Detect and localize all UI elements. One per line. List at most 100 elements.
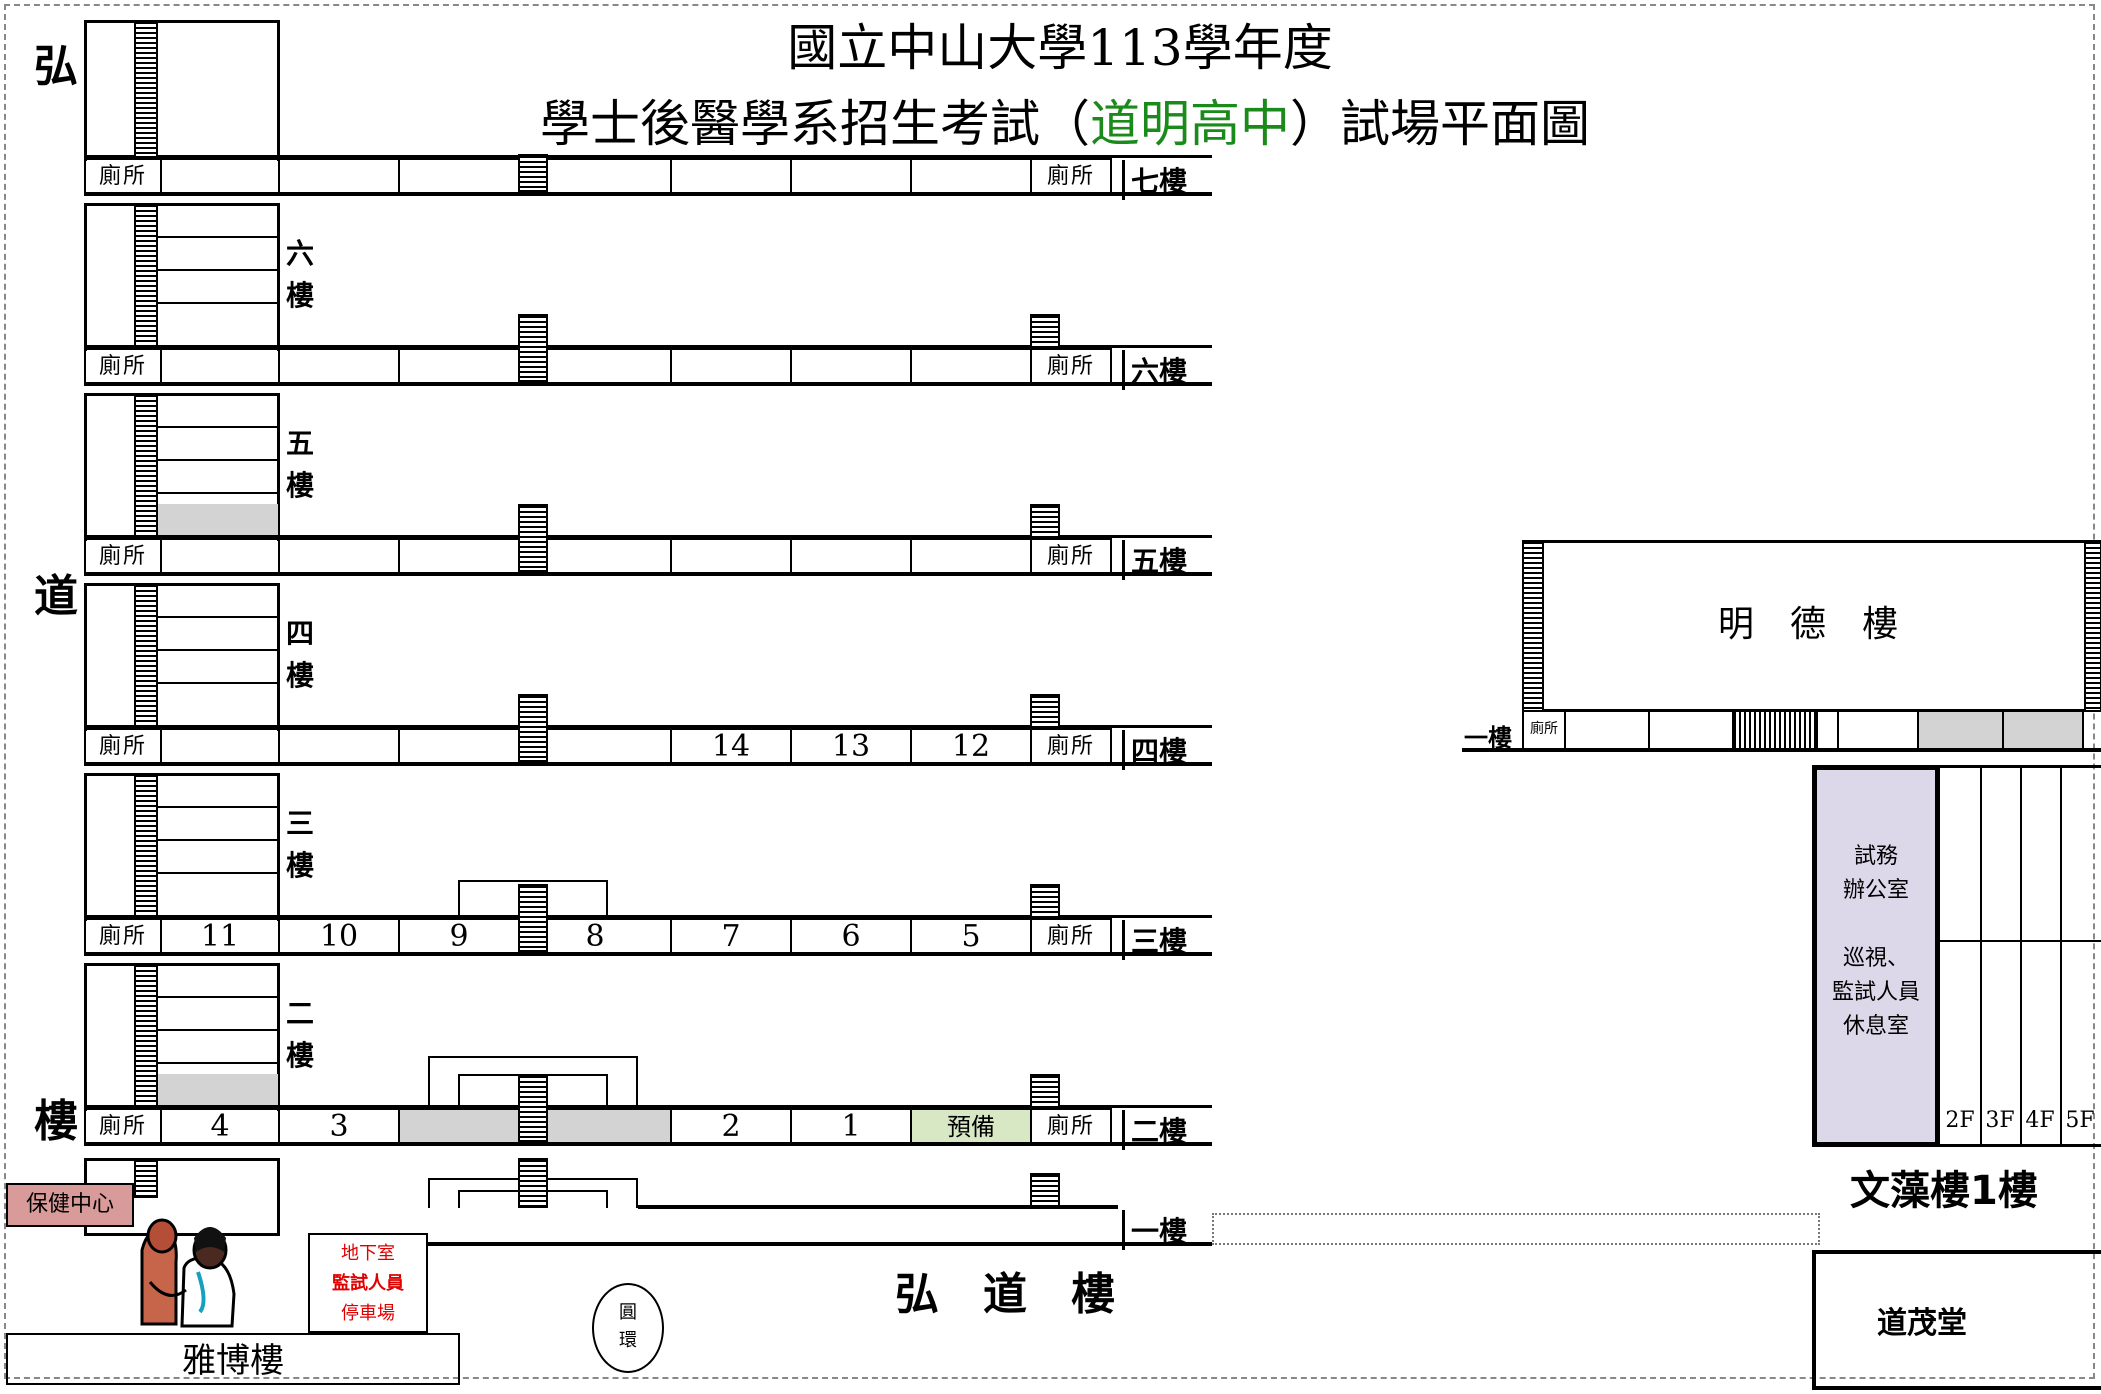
mingde-room-5[interactable]	[1837, 712, 1917, 748]
wing-floor-label-6: 六樓	[285, 237, 314, 312]
room-f2-1[interactable]: 3	[278, 1108, 398, 1144]
wing-row-3-1	[145, 616, 278, 618]
roundabout: 圓 環	[592, 1283, 664, 1373]
wing-gray-2	[158, 504, 278, 535]
room-f6-4[interactable]	[670, 348, 790, 382]
room-f3-2[interactable]: 9	[398, 918, 518, 954]
room-f3-5[interactable]: 6	[790, 918, 910, 954]
corridor-bottom-5	[84, 1142, 1212, 1146]
room-f3-4[interactable]: 7	[670, 918, 790, 954]
building-label-char-1: 弘	[34, 41, 78, 92]
toilet-left-3: 廁所	[84, 728, 160, 762]
wenzao-rooms: 2F 3F 4F 5F	[1940, 765, 2101, 1147]
mingde-room-4[interactable]	[1816, 712, 1837, 748]
mid-stair-1f	[518, 1158, 548, 1208]
right-stair-2	[1030, 504, 1060, 538]
room-f5-2[interactable]	[398, 538, 518, 572]
room-f7-0[interactable]	[160, 158, 278, 192]
corridor-bottom-0	[84, 192, 1212, 196]
mingde-room-6[interactable]	[1917, 712, 2002, 748]
mingde-room-2[interactable]	[1648, 712, 1732, 748]
room-f3-1[interactable]: 10	[278, 918, 398, 954]
office-line-2: 辦公室	[1842, 878, 1909, 903]
room-f4-6[interactable]: 12	[910, 728, 1030, 764]
wing-gray-5	[158, 1074, 278, 1105]
room-f5-5[interactable]	[790, 538, 910, 572]
room-f7-4[interactable]	[670, 158, 790, 192]
room-f4-4[interactable]: 14	[670, 728, 790, 764]
mingde-room-1[interactable]	[1564, 712, 1648, 748]
room-f7-5[interactable]	[790, 158, 910, 192]
mingde-rooms: 廁所	[1522, 712, 2101, 748]
room-f6-6[interactable]	[910, 348, 1030, 382]
corridor-top-1	[84, 345, 1212, 348]
room-f2-6[interactable]: 預備	[910, 1108, 1030, 1142]
mingde-building: 明 德 樓	[1523, 540, 2093, 712]
floor-label-7: 七樓	[1122, 160, 1187, 200]
floor-label-2: 二樓	[1122, 1110, 1187, 1150]
room-f2-5[interactable]: 1	[790, 1108, 910, 1144]
corridor-bottom-1	[84, 382, 1212, 386]
corridor-bottom-4	[84, 952, 1212, 956]
toilet-right-0: 廁所	[1030, 158, 1112, 192]
left-stair-5	[134, 963, 158, 1108]
wing-row-5-2	[145, 1029, 278, 1031]
room-f2-0[interactable]: 4	[160, 1108, 278, 1144]
room-f7-2[interactable]	[398, 158, 518, 192]
right-stair-5	[1030, 1074, 1060, 1108]
room-f4-5[interactable]: 13	[790, 728, 910, 764]
corridor-1f-bottom	[428, 1242, 1212, 1246]
mid-stair-5	[518, 1074, 548, 1142]
basement-line-3: 停車場	[341, 1303, 395, 1324]
room-f3-6[interactable]: 5	[910, 918, 1030, 954]
mingde-room-7[interactable]	[2002, 712, 2082, 748]
wing-floor-label-3: 三樓	[285, 807, 314, 882]
room-f6-1[interactable]	[278, 348, 398, 382]
wing-row-1-2	[145, 269, 278, 271]
mingde-room-3[interactable]	[1732, 712, 1816, 748]
yabo-building: 雅博樓	[6, 1333, 460, 1385]
room-f2-4[interactable]: 2	[670, 1108, 790, 1144]
room-f3-0[interactable]: 11	[160, 918, 278, 954]
room-f4-0[interactable]	[160, 728, 278, 762]
room-f2-2[interactable]	[398, 1108, 518, 1142]
room-f5-4[interactable]	[670, 538, 790, 572]
mid-stair-0	[518, 154, 548, 192]
toilet-right-4: 廁所	[1030, 918, 1112, 952]
exam-office: 試務 辦公室 巡視、 監試人員 休息室	[1812, 765, 1940, 1147]
mingde-room-8[interactable]	[2082, 712, 2101, 748]
office-line-1: 試務	[1853, 844, 1898, 869]
room-f5-0[interactable]	[160, 538, 278, 572]
building-label-char-3: 樓	[34, 1096, 78, 1147]
wing-block-0	[84, 20, 280, 161]
wing-block-3	[84, 583, 280, 731]
annex-3f	[458, 880, 608, 918]
toilet-left-0: 廁所	[84, 158, 160, 192]
left-stair-2	[134, 393, 158, 538]
rest-line-2: 監試人員	[1831, 980, 1920, 1005]
roundabout-line-2: 環	[619, 1330, 637, 1351]
room-f6-5[interactable]	[790, 348, 910, 382]
mingde-right-stair	[2084, 540, 2101, 712]
corridor-bottom-3	[84, 762, 1212, 766]
wing-row-5-1	[145, 996, 278, 998]
room-f4-1[interactable]	[278, 728, 398, 762]
room-f7-6[interactable]	[910, 158, 1030, 192]
wing-block-2	[84, 393, 280, 541]
mid-stair-1	[518, 314, 548, 382]
mingde-corridor-line	[1462, 748, 2101, 752]
room-f6-0[interactable]	[160, 348, 278, 382]
toilet-left-4: 廁所	[84, 918, 160, 952]
room-f5-1[interactable]	[278, 538, 398, 572]
room-f6-2[interactable]	[398, 348, 518, 382]
stair-floor-2f: 2F	[1945, 1108, 1975, 1133]
toilet-right-2: 廁所	[1030, 538, 1112, 572]
room-f5-6[interactable]	[910, 538, 1030, 572]
mingde-room-0[interactable]: 廁所	[1522, 712, 1564, 748]
wing-row-3-2	[145, 649, 278, 651]
room-f4-2[interactable]	[398, 728, 518, 762]
room-f7-1[interactable]	[278, 158, 398, 192]
wing-row-1-1	[145, 236, 278, 238]
toilet-right-3: 廁所	[1030, 728, 1112, 762]
floor-label-3: 三樓	[1122, 920, 1187, 960]
